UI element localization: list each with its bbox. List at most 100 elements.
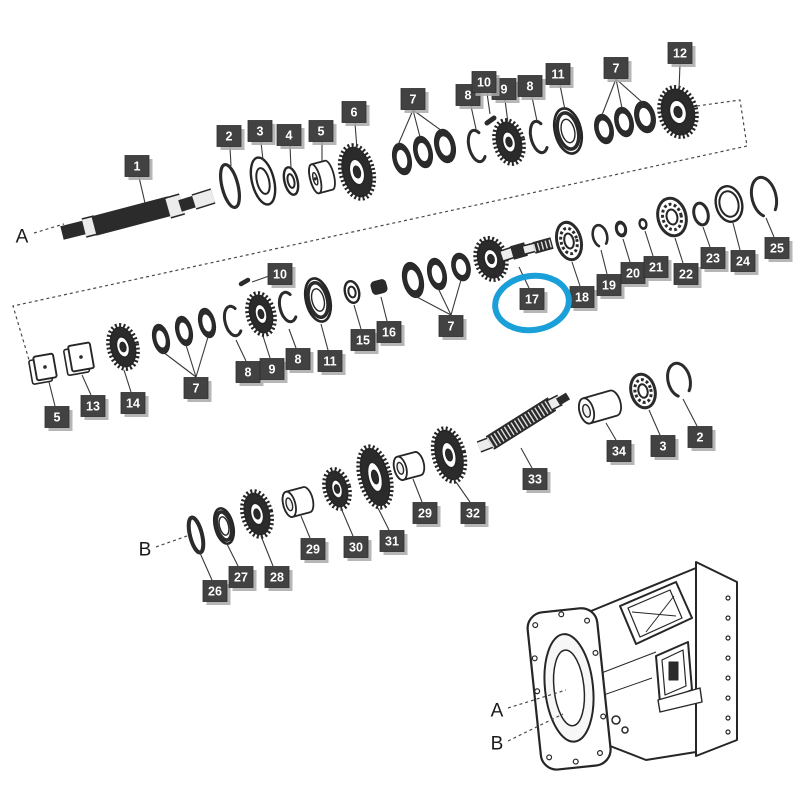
part-shape	[156, 330, 166, 348]
leader-line	[455, 481, 471, 503]
part-shape	[560, 118, 576, 144]
part-label-8: 8	[517, 75, 546, 100]
leader-line	[622, 238, 631, 263]
view-marker-leader	[507, 713, 564, 742]
leader-line	[678, 63, 681, 91]
label-box	[643, 256, 669, 278]
label-box	[120, 392, 146, 414]
part-plug-16	[370, 279, 388, 295]
part-label-24: 24	[730, 250, 759, 275]
part-shaft-1	[60, 188, 216, 240]
label-box	[202, 580, 228, 602]
part-shape	[618, 113, 630, 131]
part-shape	[492, 118, 526, 166]
part-washer-15	[343, 279, 361, 305]
leader-line	[648, 409, 661, 436]
gearbox-housing	[526, 561, 738, 771]
part-label-12: 12	[667, 42, 696, 67]
part-synchro-ring-21	[638, 218, 648, 230]
label-box	[545, 63, 571, 85]
part-washer-3	[249, 156, 277, 206]
part-label-5: 5	[308, 120, 337, 145]
part-shape	[79, 355, 83, 359]
part-label-10: 10	[471, 71, 500, 96]
part-label-7: 7	[183, 377, 212, 402]
leader-line	[732, 222, 741, 251]
part-label-25: 25	[764, 237, 793, 262]
part-shape	[306, 280, 330, 320]
part-plate-13	[63, 341, 95, 377]
part-shape	[444, 448, 454, 462]
part-shape	[370, 279, 388, 295]
housing-detail-line	[631, 611, 677, 617]
leader-line	[251, 275, 270, 283]
part-shape	[439, 136, 451, 156]
label-number: 12	[673, 47, 687, 61]
part-sleeve-11	[303, 277, 333, 323]
part-label-16: 16	[376, 321, 405, 346]
label-number: 8	[245, 366, 252, 380]
part-shape	[186, 515, 206, 555]
label-number: 17	[525, 293, 539, 307]
bolt-hole	[584, 617, 591, 624]
bolt-hole	[592, 649, 599, 656]
part-label-15: 15	[350, 329, 379, 354]
part-shape	[43, 365, 47, 369]
leader-line	[260, 535, 274, 567]
label-box	[603, 57, 629, 79]
part-label-30: 30	[343, 536, 372, 561]
leader-line	[397, 109, 414, 146]
part-ring-23	[692, 201, 710, 227]
bolt-hole	[725, 729, 731, 735]
part-label-21: 21	[643, 256, 672, 281]
part-shape	[60, 220, 88, 240]
part-shape	[555, 111, 581, 151]
part-spacer-29	[392, 451, 426, 481]
part-pin-10	[484, 115, 497, 126]
part-label-8: 8	[285, 348, 314, 373]
bolt-hole	[600, 713, 607, 720]
part-synchro-ring-7	[634, 100, 656, 134]
part-shape	[714, 185, 744, 223]
label-box	[673, 263, 699, 285]
part-label-29: 29	[412, 502, 441, 527]
label-number: 5	[318, 125, 325, 139]
part-shape	[253, 508, 261, 520]
label-box	[471, 71, 497, 93]
leader-line	[504, 99, 509, 124]
part-shape	[218, 516, 230, 536]
housing-plug	[611, 715, 621, 725]
label-number: 2	[697, 431, 704, 445]
leader-line	[226, 543, 239, 567]
part-label-9: 9	[259, 358, 288, 383]
part-washer-24	[714, 185, 744, 223]
label-box	[412, 502, 438, 524]
label-box	[650, 435, 676, 457]
leader-line	[199, 552, 213, 581]
label-box	[687, 426, 713, 448]
label-number: 9	[269, 363, 276, 377]
part-gear-31	[356, 444, 394, 510]
part-label-13: 13	[80, 395, 109, 420]
part-gear-32	[430, 426, 468, 484]
part-sleeve-27	[212, 507, 236, 545]
part-synchro-ring-7	[174, 315, 194, 347]
part-shape	[192, 189, 215, 209]
leader-line	[486, 92, 491, 115]
part-snap-ring-2	[666, 361, 692, 398]
housing-bell-flange	[526, 607, 612, 771]
part-synchro-ring-7	[594, 113, 614, 145]
part-synchro-ring-7	[197, 307, 217, 339]
part-synchro-ring-7	[391, 142, 413, 176]
part-shape	[407, 269, 419, 291]
part-pin-10	[238, 277, 251, 287]
part-shape	[337, 143, 377, 201]
bolt-hole	[546, 754, 553, 761]
leader-line	[615, 78, 623, 109]
part-sleeve-11	[552, 107, 584, 155]
part-label-5: 5	[44, 406, 73, 431]
part-shape	[563, 232, 575, 250]
part-label-7: 7	[438, 315, 467, 340]
part-snap-ring-25	[749, 175, 779, 218]
label-number: 7	[448, 320, 455, 334]
